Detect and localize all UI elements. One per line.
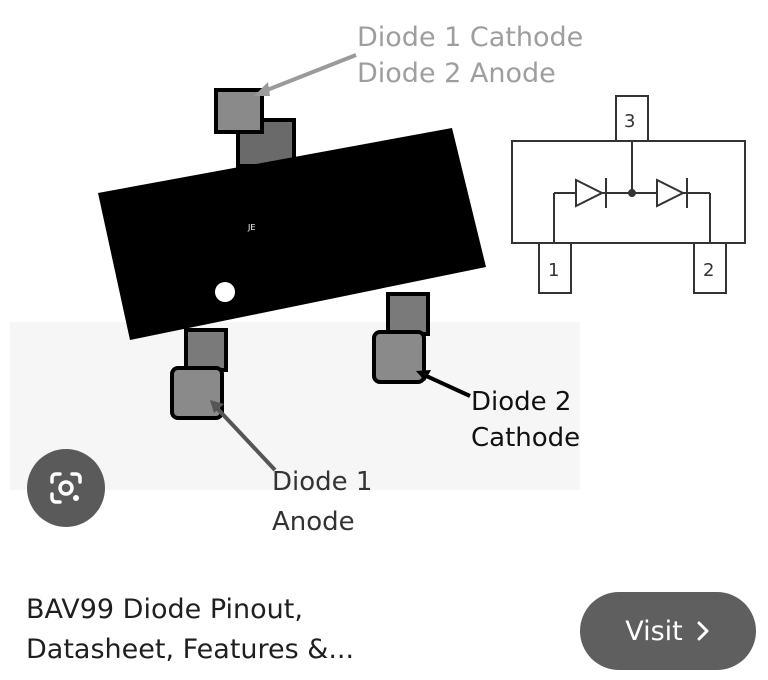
schematic-pin1-label: 1 [548,260,559,281]
right-label-line2: Cathode [471,423,580,453]
schematic-pin2-label: 2 [703,260,714,281]
right-pin-arrowhead [416,370,431,381]
chip-pin-left [170,328,228,420]
bav99-pinout-illustration: JE Diode 1 Cathode Diode 2 Anode Diode 2… [10,22,746,537]
lens-search-button[interactable] [27,449,105,527]
left-label-line2: Anode [272,507,355,537]
right-label-line1: Diode 2 [471,387,571,417]
camera-lens-icon [50,472,82,504]
result-title-line1: BAV99 Diode Pinout, [26,594,303,625]
chip-pin1-dot [215,282,235,302]
image-backdrop [10,322,580,490]
result-title-line2: Datasheet, Features &... [26,634,355,665]
visit-button-label: Visit [625,615,683,647]
chevron-right-icon [697,621,709,641]
top-label-line1: Diode 1 Cathode [357,22,583,53]
sot23-schematic [511,95,746,294]
result-image[interactable]: JE Diode 1 Cathode Diode 2 Anode Diode 2… [0,0,768,575]
right-pin-arrow [421,372,471,398]
chip-pin-right [372,292,430,384]
left-pin-arrowhead [210,400,224,413]
chip-body [98,128,486,340]
top-label-line2: Diode 2 Anode [357,58,556,89]
visit-button[interactable]: Visit [580,592,756,670]
top-pin-arrowhead [254,82,270,96]
result-title[interactable]: BAV99 Diode Pinout, Datasheet, Features … [26,590,546,670]
left-label-line1: Diode 1 [272,467,372,497]
schematic-pin3-label: 3 [624,111,635,132]
chip-marking: JE [247,223,255,232]
chip-pin-top [214,88,296,168]
top-pin-arrow [261,53,357,94]
left-pin-arrow [212,403,277,472]
